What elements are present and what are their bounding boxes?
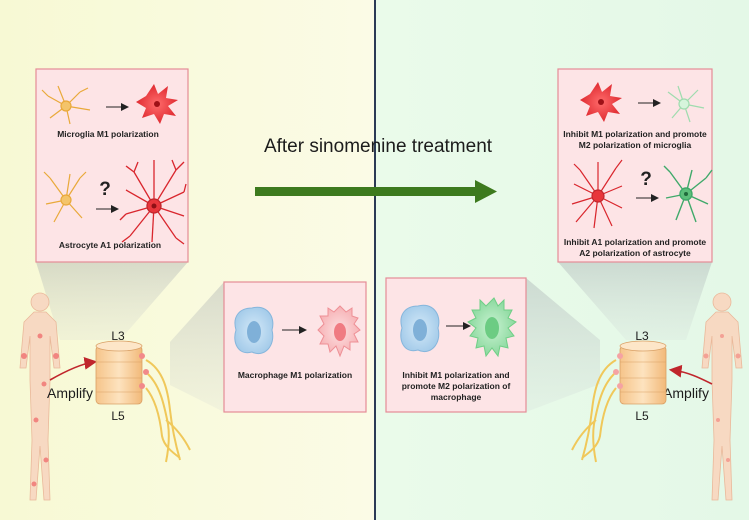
right-l5-label: L5	[635, 409, 649, 423]
right-astrocyte-label-line1: Inhibit A1 polarization and promote	[564, 237, 707, 247]
right-astrocyte-question-mark: ?	[640, 169, 652, 190]
right-astrocyte-label-line2: A2 polarization of astrocyte	[579, 248, 691, 258]
resting-macrophage-icon	[234, 306, 274, 354]
m1-microglia-icon	[136, 84, 178, 124]
right-microglia-label-line1: Inhibit M1 polarization and promote	[563, 129, 707, 139]
right-human-body-icon	[701, 292, 743, 501]
left-sciatic-nerve-icon	[145, 359, 191, 463]
left-macrophage-box: Macrophage M1 polarization	[223, 281, 367, 413]
m1-microglia-icon-right	[580, 82, 622, 122]
left-cns-box: Microglia M1 polarization ? Astrocyte A1…	[35, 68, 189, 263]
macrophage-m1-label: Macrophage M1 polarization	[238, 370, 352, 380]
right-cns-funnel	[558, 262, 712, 340]
right-amplify-label: Amplify	[663, 385, 709, 401]
right-pain-spots	[703, 334, 741, 462]
m2-microglia-icon	[667, 85, 705, 123]
right-microglia-label-line2: M2 polarization of microglia	[579, 140, 692, 150]
left-spinal-cord-segment-icon	[95, 340, 149, 405]
left-macrophage-funnel	[170, 282, 224, 412]
left-human-body-icon	[19, 292, 61, 501]
right-amplify-arrow	[668, 364, 713, 385]
right-cns-box: Inhibit M1 polarization and promote M2 p…	[557, 68, 713, 263]
treatment-heading: After sinomenine treatment	[264, 136, 493, 157]
left-l3-label: L3	[111, 329, 125, 343]
astrocyte-a1-label: Astrocyte A1 polarization	[59, 240, 161, 250]
resting-microglia-icon	[41, 85, 91, 125]
right-macrophage-label-line2: promote M2 polarization of	[402, 381, 511, 391]
a2-astrocyte-icon	[663, 165, 713, 223]
right-sciatic-nerve-icon	[571, 359, 617, 463]
left-amplify-arrow	[49, 357, 98, 381]
left-amplify-label: Amplify	[47, 385, 93, 401]
right-macrophage-label-line3: macrophage	[431, 392, 482, 402]
right-spinal-cord-segment-icon	[613, 340, 667, 405]
right-macrophage-box: Inhibit M1 polarization and promote M2 p…	[385, 277, 527, 413]
right-macrophage-label-line1: Inhibit M1 polarization and	[402, 370, 509, 380]
microglia-m1-label: Microglia M1 polarization	[57, 129, 159, 139]
treatment-arrow	[255, 180, 497, 203]
right-macrophage-funnel	[526, 278, 600, 412]
m1-macrophage-icon	[317, 305, 361, 358]
resting-macrophage-icon-right	[400, 304, 440, 352]
left-pain-spots	[21, 333, 59, 487]
a1-astrocyte-icon-right	[571, 159, 623, 229]
left-l5-label: L5	[111, 409, 125, 423]
a1-astrocyte-icon	[119, 159, 187, 245]
resting-astrocyte-icon	[43, 171, 87, 223]
m2-macrophage-icon	[467, 297, 517, 358]
left-astrocyte-question-mark: ?	[99, 179, 111, 200]
right-l3-label: L3	[635, 329, 649, 343]
left-cns-funnel	[36, 262, 188, 340]
